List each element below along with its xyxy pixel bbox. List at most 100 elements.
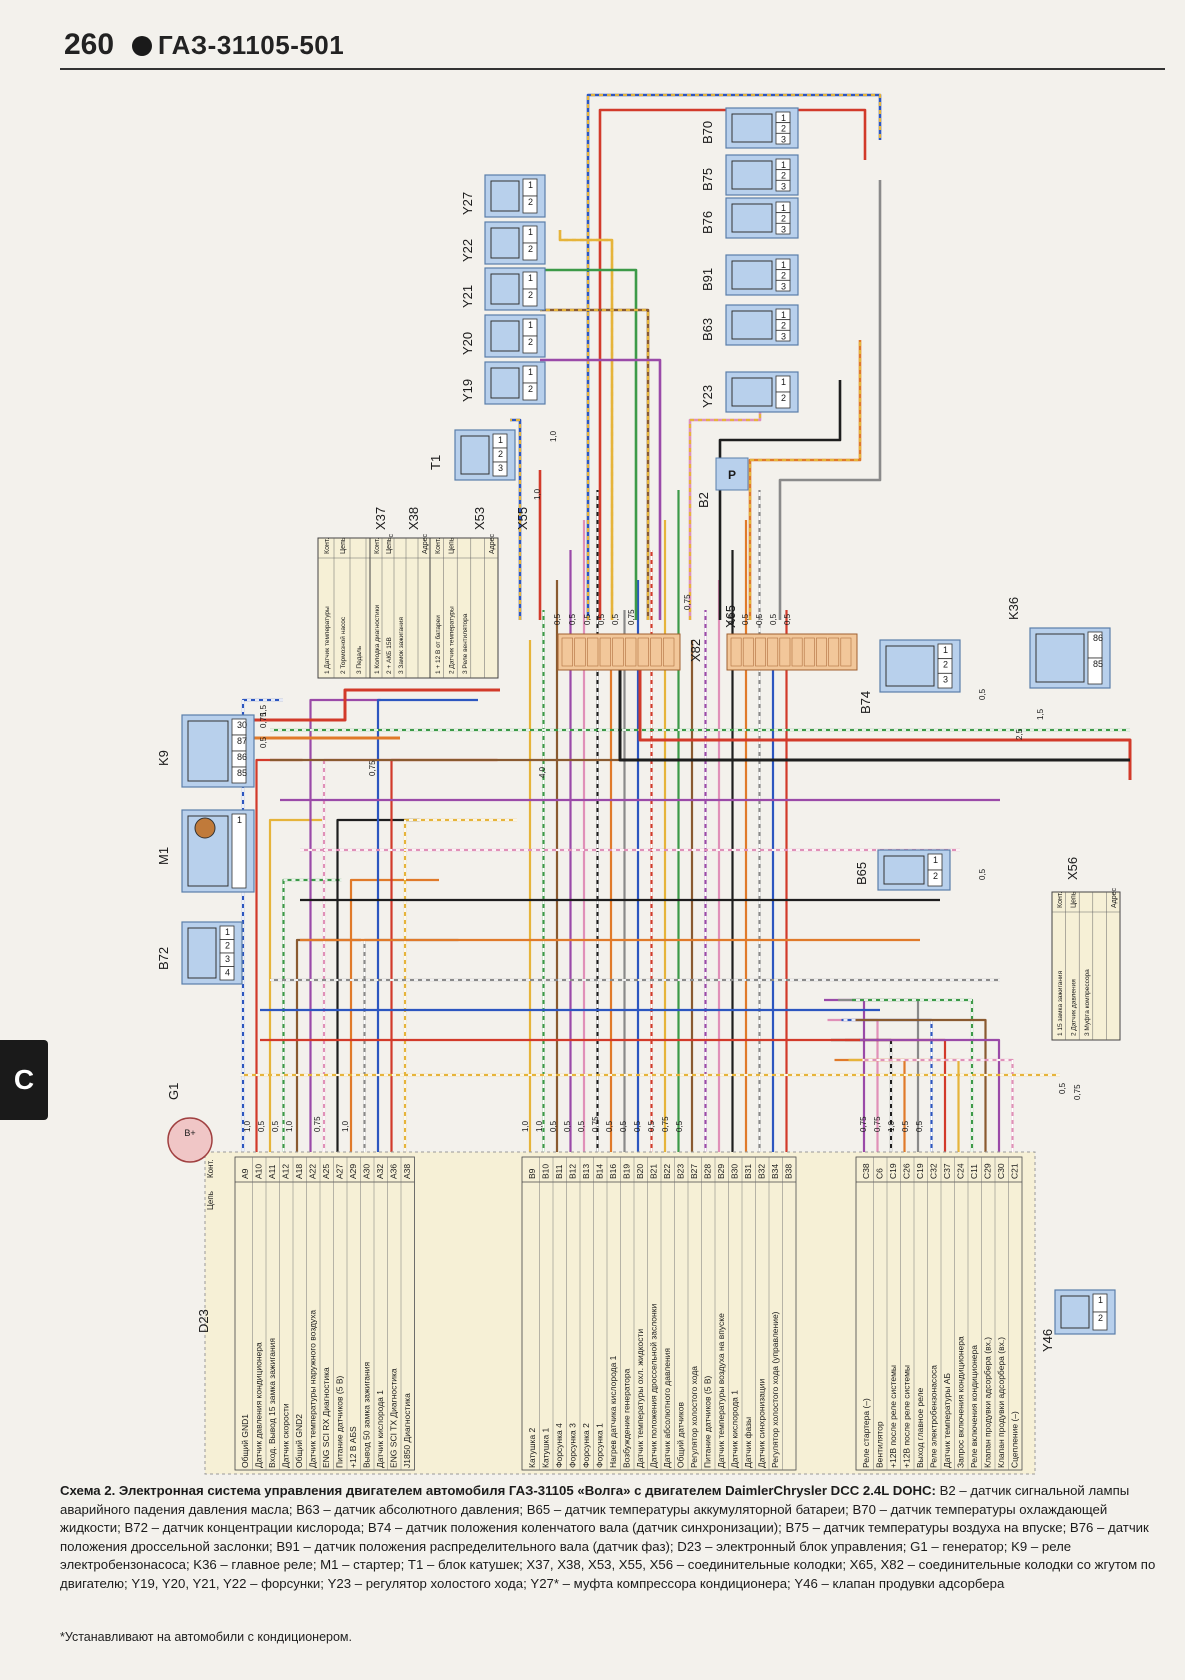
label-y21: Y21 (460, 285, 475, 308)
connector-x65-pin (755, 637, 766, 667)
relay-k9-symbol (187, 720, 229, 782)
label-b70: B70 (700, 121, 715, 144)
wire-a (268, 818, 322, 1152)
injector-y27-symbol (490, 180, 520, 212)
table-x56-col-circuit: Цепь (1070, 891, 1077, 908)
ecu-group-c-pin: C29 (983, 1163, 993, 1179)
injector-y19-pin-label: 2 (528, 384, 533, 394)
ecu-group-c-circuit: Сцепление (–) (1010, 1411, 1020, 1468)
table-x38-row: 3 Замок зажигания (398, 617, 405, 674)
label-b76: B76 (700, 211, 715, 234)
wire-gauge: 0,75 (661, 1116, 670, 1132)
wire-gauge: 0,5 (611, 613, 620, 625)
label-b75: B75 (700, 168, 715, 191)
ecu-group-b-circuit: Датчик синхронизации (757, 1378, 767, 1468)
sensor-b63-symbol (731, 310, 773, 340)
wire-c (855, 1018, 987, 1152)
ecu-group-a-pin: A25 (321, 1164, 331, 1179)
table-x38-row: 2 + АКБ 15В (386, 637, 393, 674)
label-b91: B91 (700, 268, 715, 291)
sensor-y23-pin-label: 1 (781, 377, 786, 387)
label-y27: Y27 (460, 192, 475, 215)
wire-gauge: 0,75 (683, 594, 692, 610)
ecu-group-a-circuit: J1850 Диагностика (402, 1393, 412, 1468)
ecu-group-c-pin: C19 (888, 1163, 898, 1179)
sensor-b76-pin-label: 1 (781, 203, 786, 213)
sensor-b65-pin (927, 869, 943, 887)
ecu-group-c-pin: C30 (996, 1163, 1006, 1179)
sensor-b91-symbol (731, 260, 773, 290)
ecu-group-a-pin: A27 (335, 1164, 345, 1179)
table-x56-row: 2 Датчик давления (1070, 979, 1077, 1036)
table-x38-col-contact: Конт. (374, 538, 381, 554)
injector-y22-symbol (490, 227, 520, 259)
trunk-wire (540, 358, 662, 620)
sensor-b70-pin-label: 3 (781, 134, 786, 144)
wire-gauge: 0,5 (271, 1120, 280, 1132)
starter-m1-symbol (187, 815, 229, 887)
sensor-b70-pin-label: 1 (781, 113, 786, 123)
table-x53-row: 3 Реле вентилятора (462, 613, 469, 674)
sensor-b72-pin (219, 966, 235, 981)
g1-terminal: B+ (184, 1128, 195, 1138)
trunk-wire (586, 93, 882, 620)
trunk-wire (558, 230, 614, 620)
sensor-b63-pin-label: 1 (781, 310, 786, 320)
connector-x65-pin (828, 637, 840, 667)
connector-x82-pin (625, 637, 637, 667)
ecu-group-b-circuit: Питание датчиков (5 В) (703, 1376, 713, 1468)
relay-k36-pin (1087, 657, 1103, 685)
ecu-group-b-pin: B11 (554, 1164, 564, 1179)
trunk-wire-stripe (540, 308, 650, 620)
sensor-b72-pin-label: 1 (225, 927, 230, 937)
figure-caption: Схема 2. Электронная система управления … (60, 1482, 1165, 1594)
label-x37: X37 (373, 507, 388, 530)
table-x38 (369, 537, 431, 679)
wire-gauge: 0,5 (259, 736, 268, 748)
table-x38-row: 1 Колодка диагностики (374, 604, 381, 674)
sensor-b72-pin-label: 3 (225, 954, 230, 964)
label-x38: X38 (406, 507, 421, 530)
injector-y19-pin-label: 1 (528, 367, 533, 377)
sensor-b74-symbol (885, 645, 935, 687)
ecu-group-a-pin: A36 (389, 1164, 399, 1179)
sensor-b63-pin (775, 329, 791, 342)
injector-y22-pin-label: 2 (528, 244, 533, 254)
connector-x65-pin (730, 637, 742, 667)
wire-c-stripe (852, 999, 973, 1152)
sensor-b75-pin (775, 179, 791, 192)
ecu-group-c-circuit: Клапан продувки адсорбера (вх.) (983, 1337, 993, 1468)
label-x65: X65 (723, 605, 738, 628)
ecu-group-a-circuit: +12 В АБS (348, 1426, 358, 1468)
component-labels: Y27Y22Y21Y20Y19B70B75B76B91B63Y23T1B2B74… (156, 121, 1080, 1352)
sensor-b76-pin-label: 2 (781, 214, 786, 224)
connector-x82-pin (663, 637, 675, 667)
relay-k9-pin-label: 87 (237, 736, 247, 746)
wire-gauge: 0,5 (619, 1120, 628, 1132)
ecu-group-a-pin: A10 (254, 1164, 264, 1179)
wire-c (831, 1038, 893, 1152)
ecu-group-a-circuit: Вывод 50 замка зажигания (362, 1362, 372, 1468)
coil-pack-t1-symbol (460, 435, 490, 475)
ecu-group-b-circuit: Датчик положения дроссельной заслонки (649, 1304, 659, 1468)
relay-k36-symbol (1035, 633, 1085, 683)
trunk-wire-stripe (558, 230, 614, 620)
sensor-b63-pin-label: 2 (781, 321, 786, 331)
valve-y46-symbol (1060, 1295, 1090, 1329)
wire-c (862, 1058, 1014, 1152)
wire-gauge: 0,5 (553, 613, 562, 625)
valve-y46-pin-label: 1 (1098, 1295, 1103, 1305)
wire-gauge: 1,0 (533, 488, 542, 500)
injector-y22-pin-label: 1 (528, 227, 533, 237)
wire-gauge: 1,0 (341, 1120, 350, 1132)
trunk-wire (778, 180, 882, 620)
injector-y21-pin (522, 288, 538, 307)
ecu-group-b-pin: B34 (770, 1164, 780, 1179)
table-x38-col-circuit: Цепь (386, 537, 393, 554)
ecu-group-a-pin: A12 (281, 1164, 291, 1179)
label-x56: X56 (1065, 857, 1080, 880)
sensor-y23-pin (775, 391, 791, 409)
connector-x65-pin (803, 637, 815, 667)
page-title: ГАЗ-31105-501 (158, 30, 345, 60)
